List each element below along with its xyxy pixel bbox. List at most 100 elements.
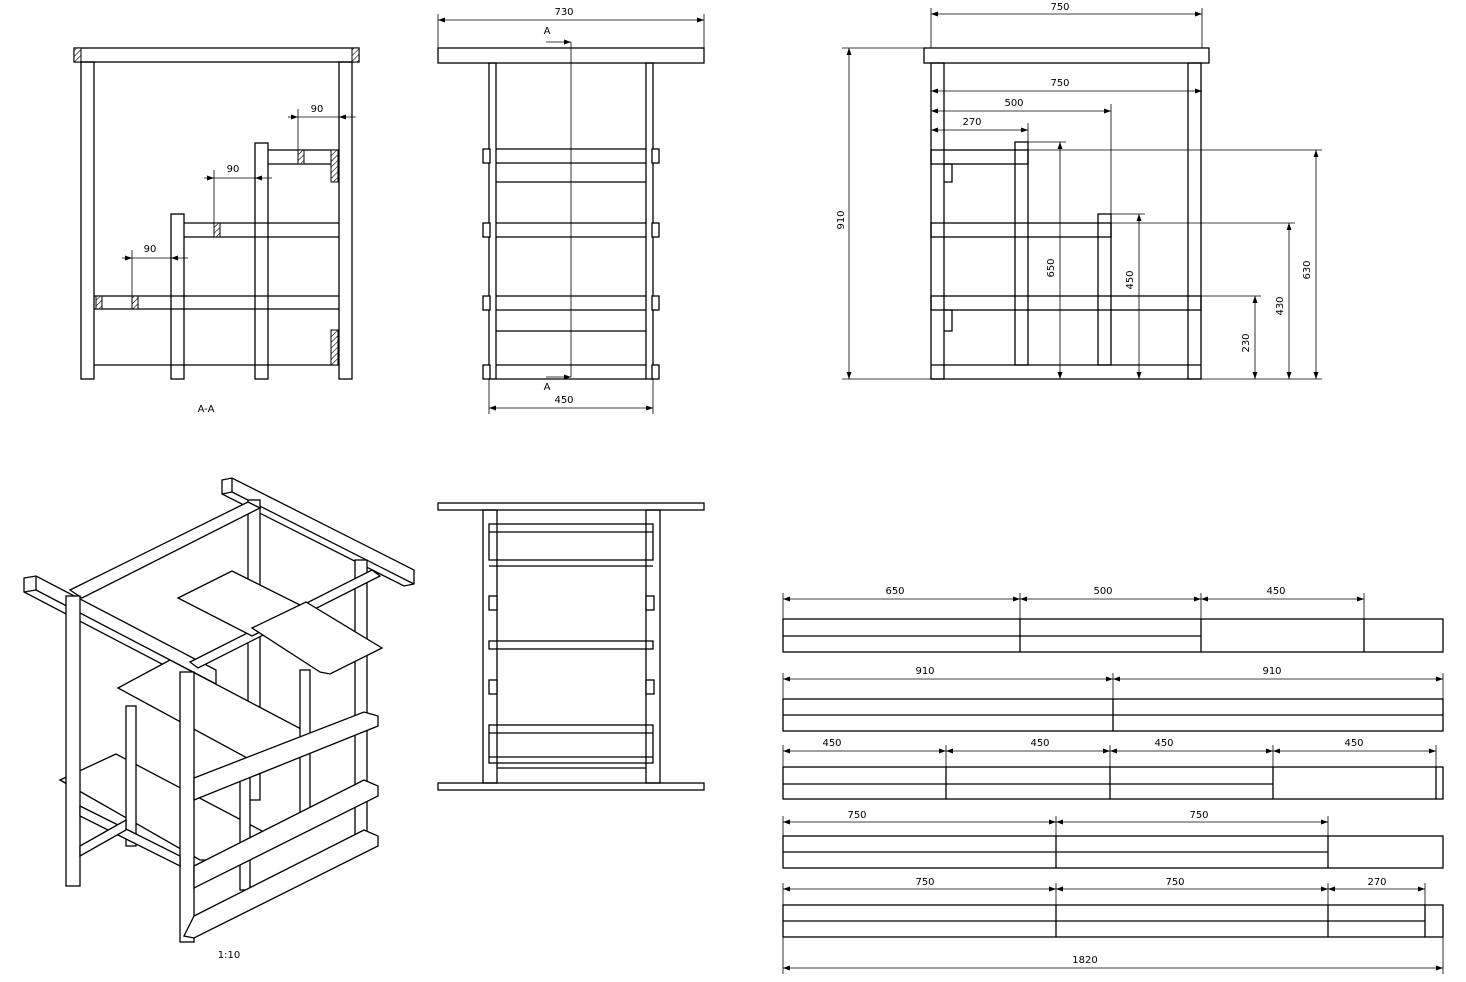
dimension-arrowhead bbox=[846, 372, 852, 379]
dimension-arrowhead bbox=[1110, 748, 1117, 754]
dimension-arrowhead bbox=[1195, 88, 1202, 94]
dimension-arrowhead bbox=[1266, 748, 1273, 754]
dimension-arrowhead bbox=[1321, 886, 1328, 892]
side-dim-height-910: 910 bbox=[836, 210, 847, 229]
dimension-arrows bbox=[125, 11, 1443, 971]
cut-dim: 270 bbox=[1367, 877, 1386, 888]
side-view: 750 750 500 270 910 650 450 230 430 630 bbox=[836, 2, 1322, 380]
dimension-arrowhead bbox=[564, 374, 571, 380]
dimension-arrowhead bbox=[1436, 676, 1443, 682]
dimension-arrowhead bbox=[939, 748, 946, 754]
side-dim-top-width: 750 bbox=[1050, 2, 1069, 13]
cut-row-3: 450 450 450 450 bbox=[782, 738, 1444, 800]
dimension-arrowhead bbox=[783, 676, 790, 682]
dimension-arrowhead bbox=[1436, 965, 1443, 971]
dimension-arrowhead bbox=[1136, 372, 1142, 379]
dimension-arrowhead bbox=[489, 405, 496, 411]
dimension-arrowhead bbox=[931, 127, 938, 133]
side-dim-270: 270 bbox=[962, 117, 981, 128]
dimension-arrowhead bbox=[207, 175, 214, 181]
dimension-arrowhead bbox=[1429, 748, 1436, 754]
cut-row-2: 910 910 bbox=[782, 666, 1444, 732]
side-dim-500: 500 bbox=[1004, 98, 1023, 109]
cut-total-length: 1820 bbox=[1072, 955, 1097, 966]
dimension-arrowhead bbox=[1357, 596, 1364, 602]
cut-dim: 910 bbox=[915, 666, 934, 677]
dimension-arrowhead bbox=[1194, 596, 1201, 602]
section-view-a-a: 90 90 90 A-A bbox=[73, 47, 360, 415]
side-dim-inner-width: 750 bbox=[1050, 78, 1069, 89]
dimension-arrowhead bbox=[1056, 886, 1063, 892]
dimension-arrowhead bbox=[438, 17, 445, 23]
cut-dim: 750 bbox=[915, 877, 934, 888]
side-dim-630: 630 bbox=[1302, 260, 1313, 279]
dimension-arrowhead bbox=[255, 175, 262, 181]
iso-scale: 1:10 bbox=[218, 950, 240, 961]
front-dim-top-width: 730 bbox=[554, 7, 573, 18]
cut-dim: 450 bbox=[1030, 738, 1049, 749]
dimension-arrowhead bbox=[931, 88, 938, 94]
dimension-arrowhead bbox=[1049, 819, 1056, 825]
dimension-arrowhead bbox=[783, 965, 790, 971]
front-view: A A 730 450 bbox=[437, 7, 705, 414]
dimension-arrowhead bbox=[1286, 372, 1292, 379]
section-label: A-A bbox=[198, 404, 215, 415]
cut-label-bottom: A bbox=[544, 382, 551, 393]
dimension-arrowhead bbox=[1201, 596, 1208, 602]
section-dim-lower-90: 90 bbox=[144, 244, 157, 255]
dimension-arrowhead bbox=[1106, 676, 1113, 682]
cut-row-4: 750 750 bbox=[782, 810, 1444, 869]
dimension-arrowhead bbox=[931, 11, 938, 17]
cut-dim: 450 bbox=[1154, 738, 1173, 749]
cut-row-1: 650 500 450 bbox=[782, 586, 1444, 653]
dimension-arrowhead bbox=[931, 108, 938, 114]
dimension-arrowhead bbox=[1252, 296, 1258, 303]
isometric-view: 1:10 bbox=[23, 477, 415, 961]
dimension-arrowhead bbox=[783, 819, 790, 825]
cut-dim: 450 bbox=[1266, 586, 1285, 597]
dimension-arrowhead bbox=[1328, 886, 1335, 892]
dimension-arrowhead bbox=[1021, 127, 1028, 133]
dimension-arrowhead bbox=[1136, 214, 1142, 221]
dimension-arrowhead bbox=[1273, 748, 1280, 754]
side-dim-650: 650 bbox=[1046, 258, 1057, 277]
side-dim-430: 430 bbox=[1275, 296, 1286, 315]
section-dim-upper-90: 90 bbox=[311, 104, 324, 115]
dimension-arrowhead bbox=[1418, 886, 1425, 892]
cut-dim: 750 bbox=[1165, 877, 1184, 888]
dimension-arrowhead bbox=[1056, 819, 1063, 825]
dimension-arrowhead bbox=[1049, 886, 1056, 892]
dimension-arrowhead bbox=[1113, 676, 1120, 682]
cutting-plan: 650 500 450 910 910 bbox=[782, 586, 1444, 974]
dimension-arrowhead bbox=[1057, 142, 1063, 149]
cut-dim: 450 bbox=[822, 738, 841, 749]
top-view bbox=[437, 502, 705, 791]
side-dim-450: 450 bbox=[1125, 270, 1136, 289]
cut-dim: 500 bbox=[1093, 586, 1112, 597]
dimension-arrowhead bbox=[1020, 596, 1027, 602]
cut-dim: 650 bbox=[885, 586, 904, 597]
cut-row-5: 750 750 270 bbox=[782, 877, 1444, 938]
dimension-arrowhead bbox=[1313, 372, 1319, 379]
dimension-arrowhead bbox=[339, 114, 346, 120]
dimension-arrowhead bbox=[646, 405, 653, 411]
cut-dim: 450 bbox=[1344, 738, 1363, 749]
dimension-arrowhead bbox=[125, 255, 132, 261]
dimension-arrowhead bbox=[1103, 748, 1110, 754]
dimension-arrowhead bbox=[1057, 372, 1063, 379]
cut-label-top: A bbox=[544, 26, 551, 37]
section-dim-mid-90: 90 bbox=[227, 164, 240, 175]
dimension-arrowhead bbox=[1286, 223, 1292, 230]
dimension-arrowhead bbox=[946, 748, 953, 754]
cut-dim: 910 bbox=[1262, 666, 1281, 677]
dimension-arrowhead bbox=[171, 255, 178, 261]
dimension-arrowhead bbox=[846, 48, 852, 55]
cut-dim: 750 bbox=[847, 810, 866, 821]
front-dim-base-width: 450 bbox=[554, 395, 573, 406]
dimension-arrowhead bbox=[783, 596, 790, 602]
dimension-arrowhead bbox=[291, 114, 298, 120]
dimension-arrowhead bbox=[1013, 596, 1020, 602]
dimension-arrowhead bbox=[697, 17, 704, 23]
dimension-arrowhead bbox=[1195, 11, 1202, 17]
